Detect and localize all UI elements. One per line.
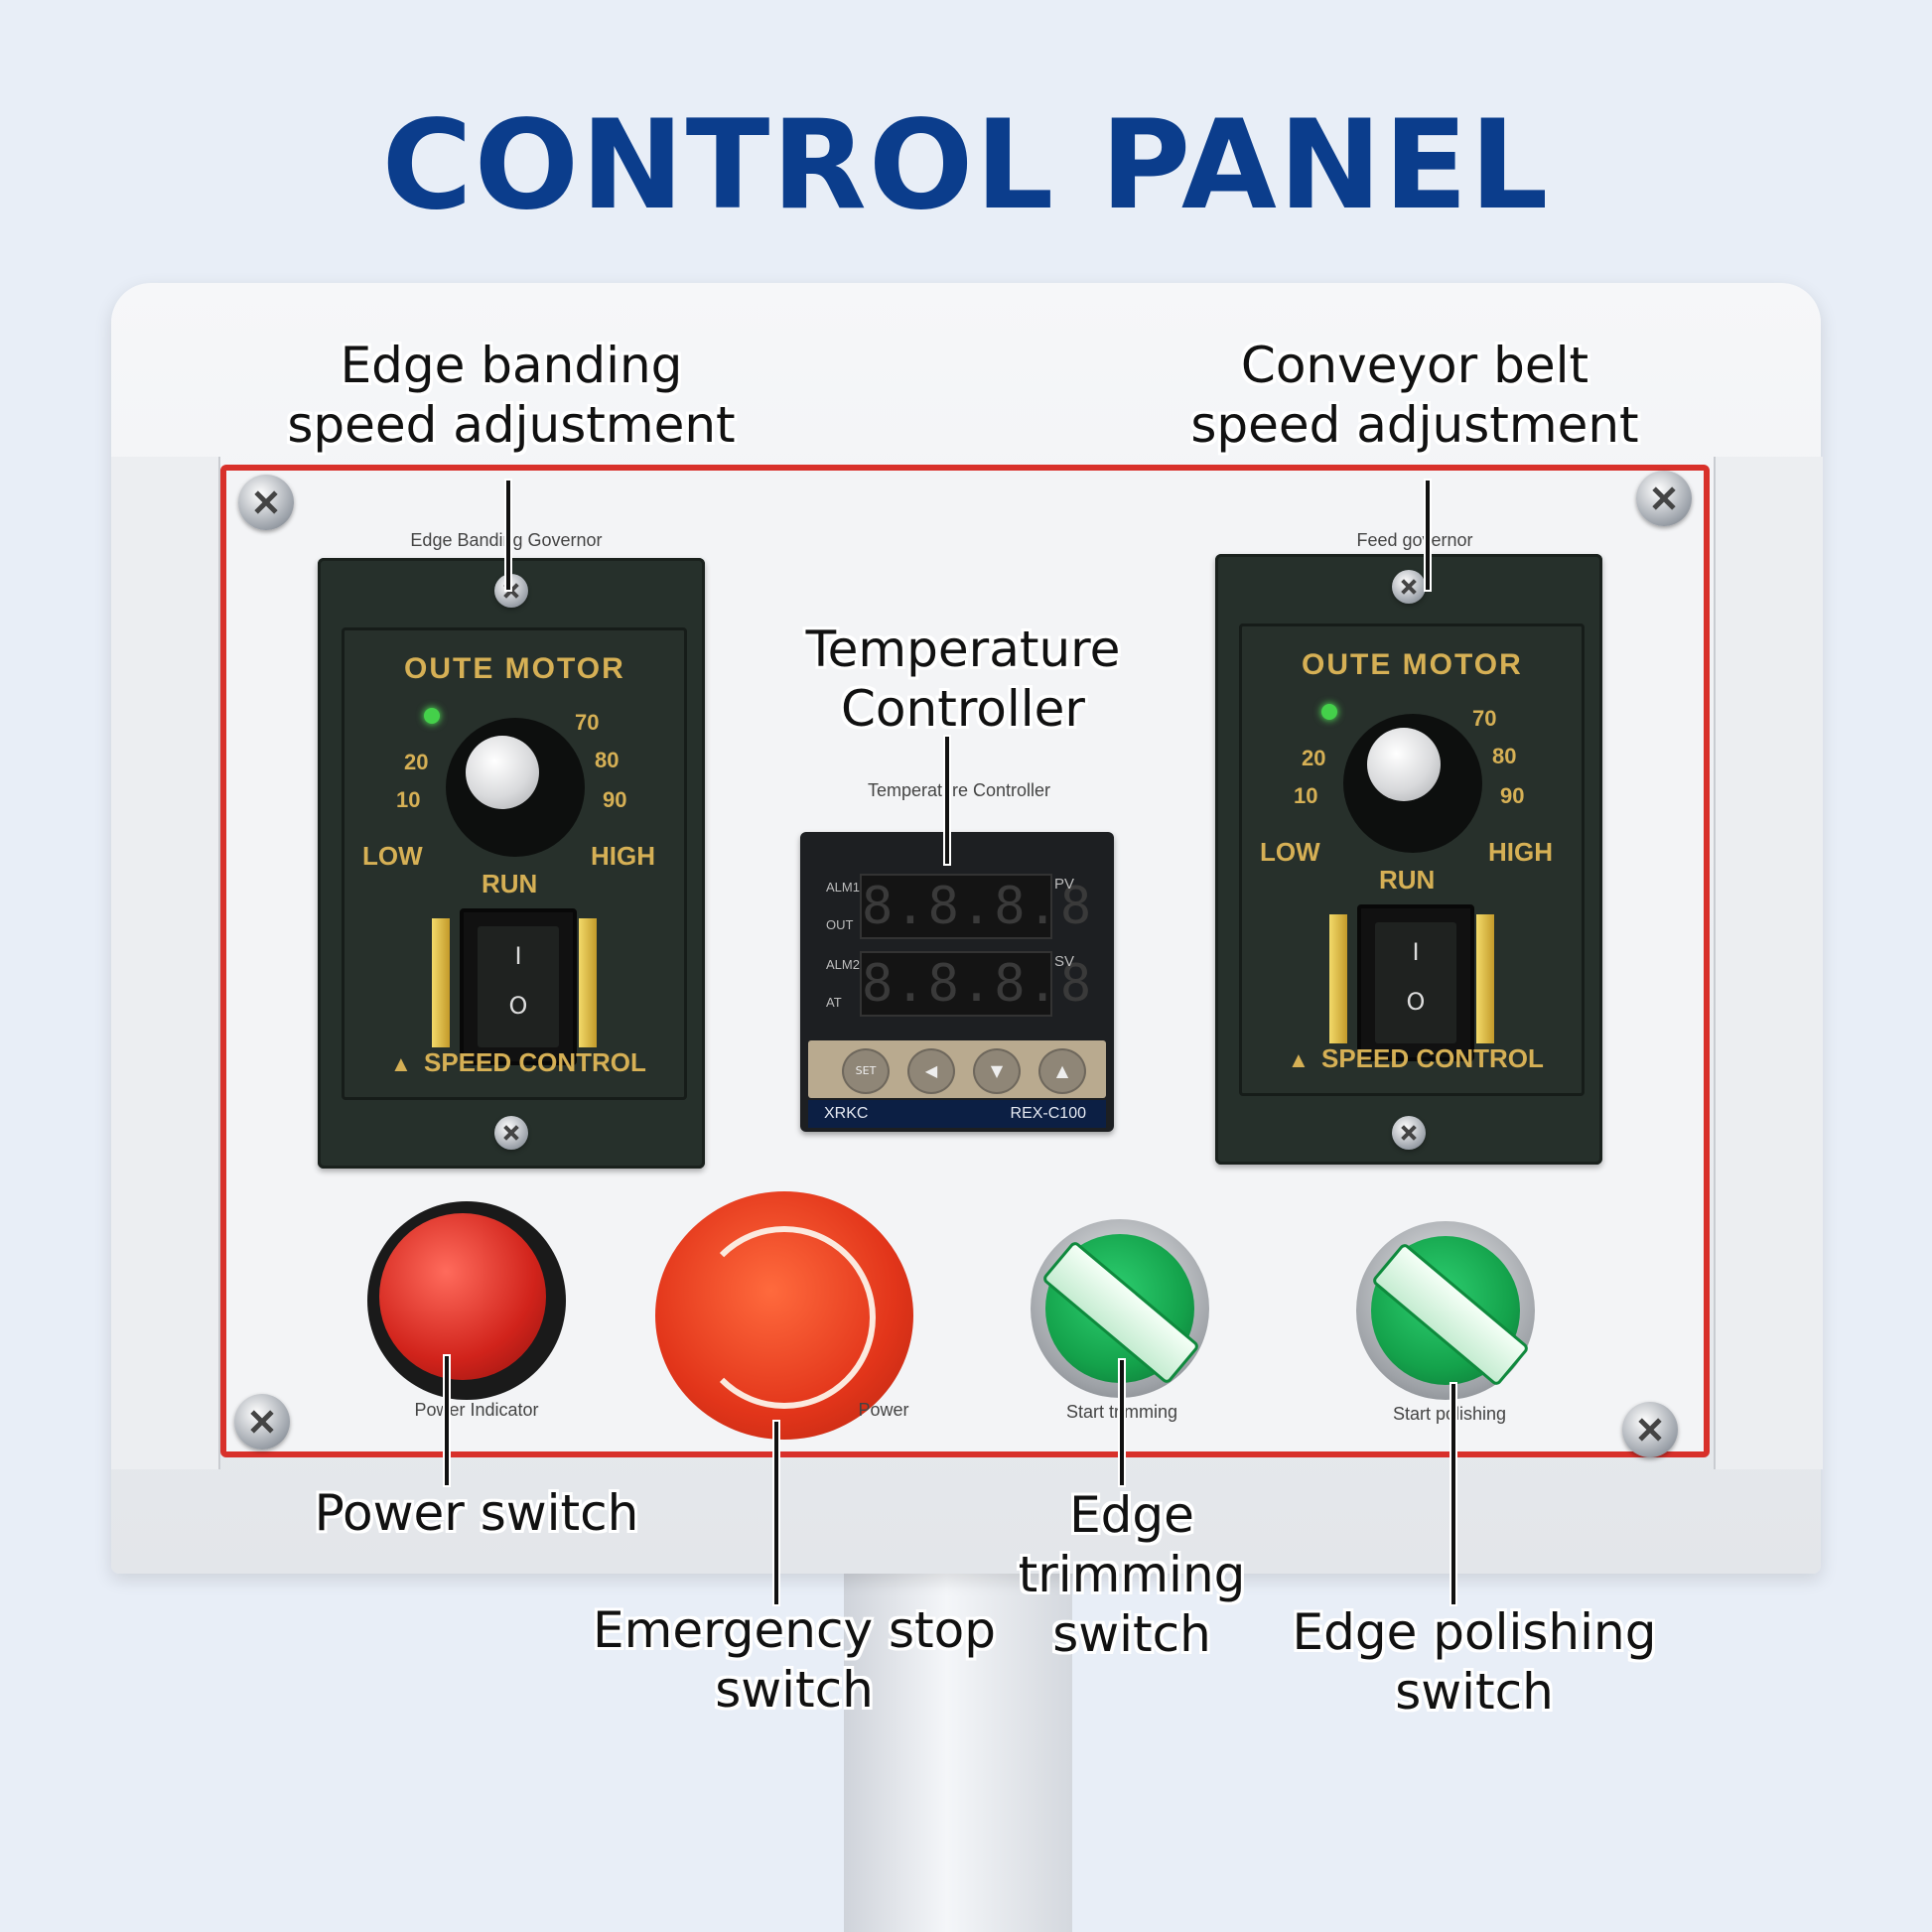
callout-edge-trimming: Edge trimming switch [1018, 1486, 1246, 1663]
power-switch-button[interactable] [379, 1213, 546, 1380]
scale-90: 90 [1500, 783, 1525, 808]
callout-edge-polishing: Edge polishing switch [1292, 1603, 1657, 1721]
screw-icon [494, 574, 528, 608]
power-caption: Power [858, 1400, 909, 1420]
scale-80: 80 [1492, 744, 1517, 768]
temp-controller-caption: Temperature Controller [867, 780, 1051, 800]
enclosure-right-rail [1714, 457, 1823, 1469]
scale-20: 20 [404, 750, 429, 774]
corner-screw-icon [238, 475, 294, 530]
scale-10: 10 [1294, 783, 1318, 808]
callout-line-trimming [1120, 1360, 1124, 1485]
callout-line-emergency [774, 1422, 778, 1604]
low-label: LOW [1260, 837, 1320, 867]
screw-icon [1392, 570, 1426, 604]
pv-label: PV [1054, 876, 1075, 893]
tc-up-button[interactable]: ▲ [1038, 1048, 1086, 1094]
page-title: CONTROL PANEL [381, 94, 1551, 237]
corner-screw-icon [234, 1394, 290, 1449]
tc-set-button[interactable]: SET [842, 1048, 890, 1094]
screw-icon [494, 1116, 528, 1150]
off-mark: O [508, 992, 528, 1020]
brand-logo-icon: ▲ [1288, 1047, 1310, 1072]
off-mark: O [1406, 988, 1426, 1016]
decorative-bar [1476, 914, 1494, 1043]
decorative-bar [432, 918, 450, 1047]
callout-temperature-controller: Temperature Controller [805, 621, 1121, 738]
governor-brand: OUTE MOTOR [404, 652, 625, 685]
start-polishing-caption: Start polishing [1392, 1404, 1507, 1424]
speed-dial[interactable] [446, 718, 585, 857]
dial-knob[interactable] [1367, 728, 1441, 801]
pv-display: 8.8.8.8 [860, 874, 1091, 939]
governor-faceplate: OUTE MOTOR 10 20 70 80 90 LOW RUN HIGH I… [1239, 623, 1585, 1096]
corner-screw-icon [1622, 1402, 1678, 1457]
status-led-icon [1321, 704, 1337, 720]
rocker-face: I O [1375, 922, 1456, 1043]
power-indicator-caption: Power Indicator [414, 1400, 539, 1420]
governor-faceplate: OUTE MOTOR 10 20 70 80 90 LOW RUN HIGH I… [342, 627, 687, 1100]
dial-knob[interactable] [466, 736, 539, 809]
indicator-alm2: ALM2 [826, 957, 860, 972]
left-governor-caption: Edge Banding Governor [410, 530, 603, 550]
edge-banding-speed-controller: OUTE MOTOR 10 20 70 80 90 LOW RUN HIGH I… [318, 558, 705, 1169]
indicator-at: AT [826, 995, 842, 1010]
governor-brand: OUTE MOTOR [1302, 648, 1523, 681]
corner-screw-icon [1636, 471, 1692, 526]
right-governor-caption: Feed governor [1356, 530, 1473, 550]
run-label: RUN [1379, 865, 1436, 895]
run-rocker-switch[interactable]: I O [1357, 904, 1474, 1061]
run-label: RUN [482, 869, 538, 898]
decorative-bar [579, 918, 597, 1047]
callout-line-temperature [945, 737, 949, 864]
tc-model: REX-C100 [1010, 1105, 1086, 1122]
on-mark: I [1412, 938, 1420, 966]
scale-10: 10 [396, 787, 421, 812]
tc-button-row: SET ◀ ▼ ▲ [808, 1040, 1106, 1098]
temperature-controller: ALM1 OUT ALM2 AT 8.8.8.8 PV 8.8.8.8 SV S… [800, 832, 1114, 1132]
tc-shift-button[interactable]: ◀ [907, 1048, 955, 1094]
speed-dial[interactable] [1343, 714, 1482, 853]
callout-conveyor-belt: Conveyor belt speed adjustment [1190, 337, 1639, 454]
low-label: LOW [362, 841, 423, 871]
enclosure-left-rail [111, 457, 220, 1469]
tc-brand: XRKC [824, 1105, 869, 1122]
callout-edge-banding: Edge banding speed adjustment [287, 337, 736, 454]
callout-emergency-stop: Emergency stop switch [593, 1601, 996, 1719]
decorative-bar [1329, 914, 1347, 1043]
indicator-out: OUT [826, 917, 854, 932]
conveyor-belt-speed-controller: OUTE MOTOR 10 20 70 80 90 LOW RUN HIGH I… [1215, 554, 1602, 1165]
sv-display: 8.8.8.8 [860, 951, 1091, 1017]
mounting-pole [844, 1569, 1072, 1932]
tc-down-button[interactable]: ▼ [973, 1048, 1021, 1094]
callout-line-edge-banding [506, 481, 510, 590]
high-label: HIGH [591, 841, 655, 871]
sv-label: SV [1054, 953, 1075, 970]
speed-control-label: SPEED CONTROL [424, 1047, 646, 1077]
screw-icon [1392, 1116, 1426, 1150]
on-mark: I [514, 942, 522, 970]
callout-line-power [445, 1356, 449, 1485]
speed-control-label: SPEED CONTROL [1321, 1043, 1544, 1073]
run-rocker-switch[interactable]: I O [460, 908, 577, 1065]
tc-brand-strip: XRKC REX-C100 [808, 1100, 1106, 1128]
indicator-alm1: ALM1 [826, 880, 860, 895]
rotate-arrow-icon [693, 1226, 876, 1409]
status-led-icon [424, 708, 440, 724]
high-label: HIGH [1488, 837, 1553, 867]
scale-80: 80 [595, 748, 620, 772]
scale-90: 90 [603, 787, 627, 812]
callout-line-conveyor [1426, 481, 1430, 590]
callout-line-polishing [1451, 1384, 1455, 1604]
brand-logo-icon: ▲ [390, 1051, 412, 1076]
scale-70: 70 [575, 710, 600, 735]
callout-power-switch: Power switch [314, 1484, 639, 1542]
rocker-face: I O [478, 926, 559, 1047]
scale-20: 20 [1302, 746, 1326, 770]
scale-70: 70 [1472, 706, 1497, 731]
